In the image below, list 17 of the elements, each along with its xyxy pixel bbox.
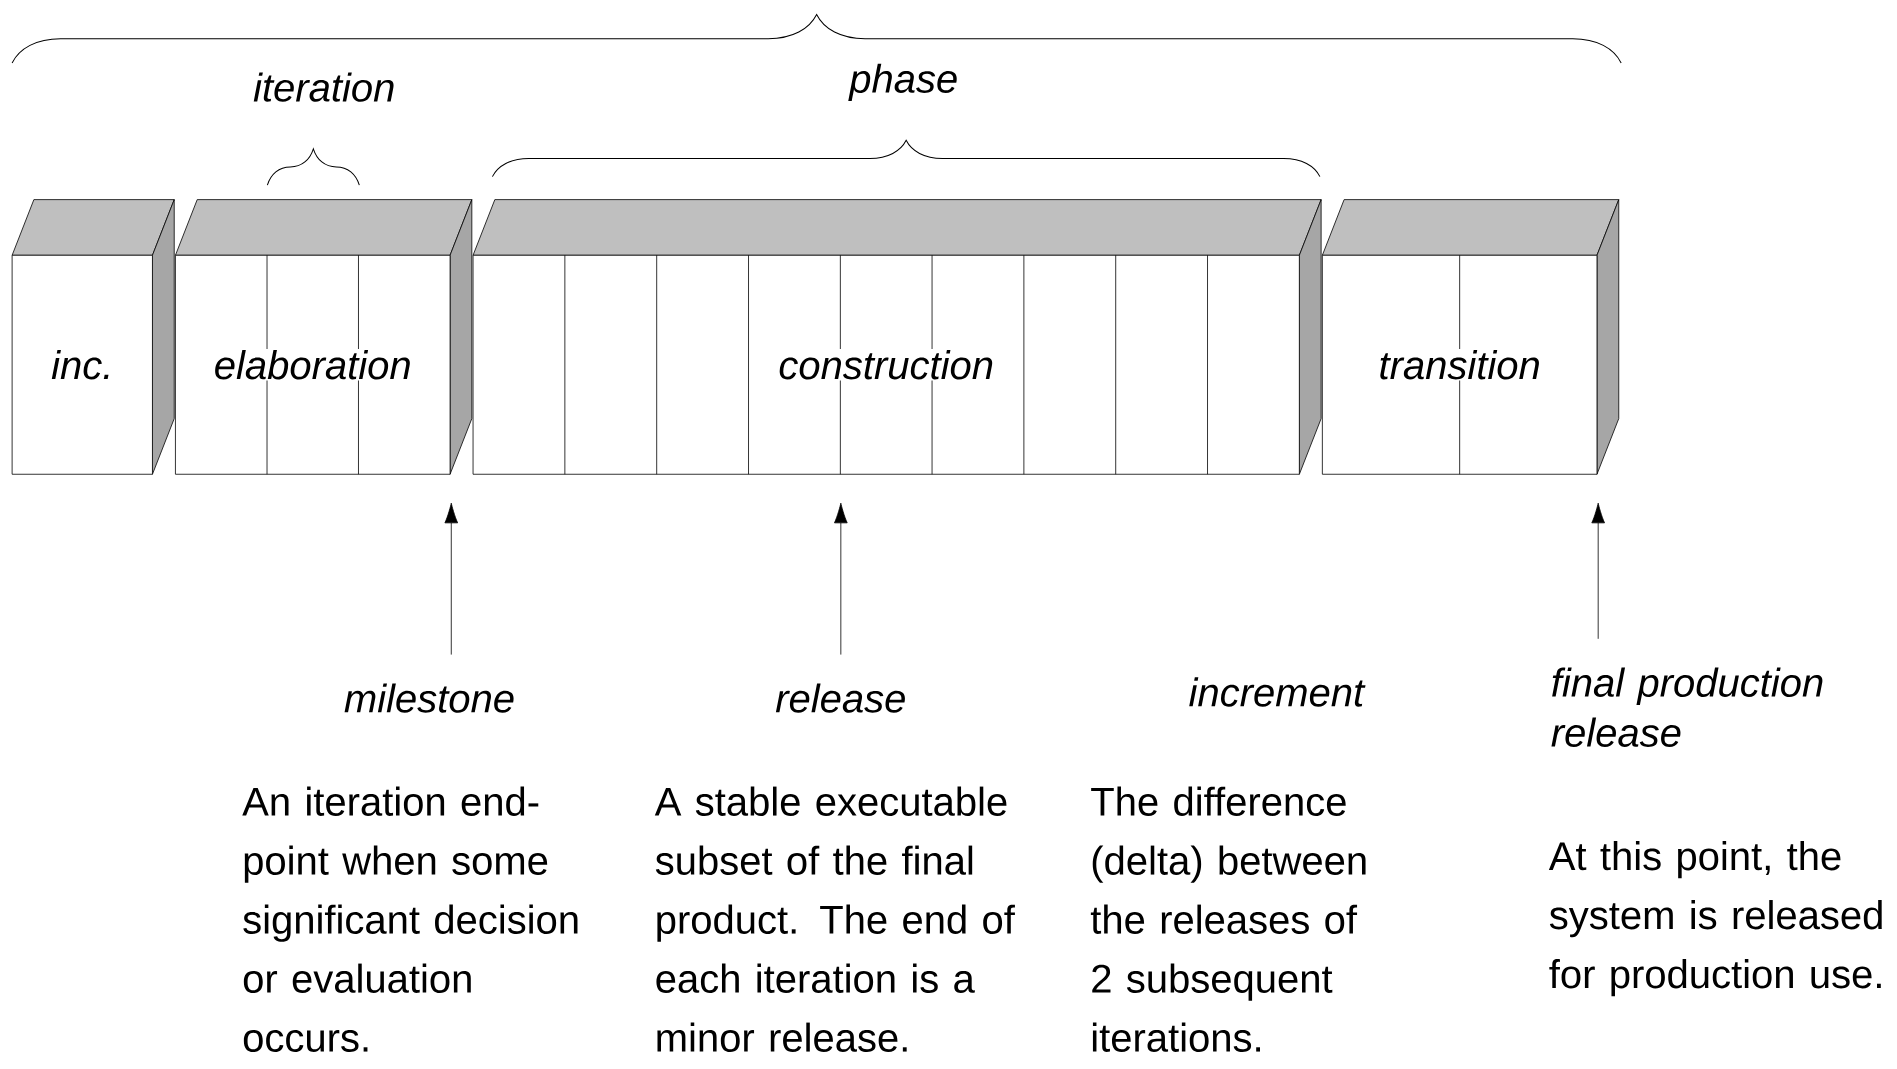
label: final production release <box>1551 667 1823 747</box>
description: At this point, the system is released for production use. <box>1548 840 1882 997</box>
phase-block: inc. <box>11 199 175 475</box>
label: increment <box>1189 677 1366 707</box>
arrow <box>1591 502 1605 639</box>
label: release <box>775 683 905 713</box>
description: An iteration end-point when some significant decision or evaluation occurs. <box>242 786 578 1052</box>
phase-block: elaboration <box>175 199 473 475</box>
arrow <box>444 502 459 655</box>
description: The difference (delta) between the releases of 2 subsequent iterations. <box>1090 786 1366 1052</box>
label: phase <box>848 63 957 101</box>
label: iteration <box>253 72 394 102</box>
arrow <box>834 502 848 655</box>
phase-block: construction <box>472 199 1322 475</box>
label: milestone <box>344 683 514 713</box>
phase-block: transition <box>1321 199 1620 475</box>
description: A stable executable subset of the final product. The end of each iteration is a minor release. <box>654 786 1015 1052</box>
